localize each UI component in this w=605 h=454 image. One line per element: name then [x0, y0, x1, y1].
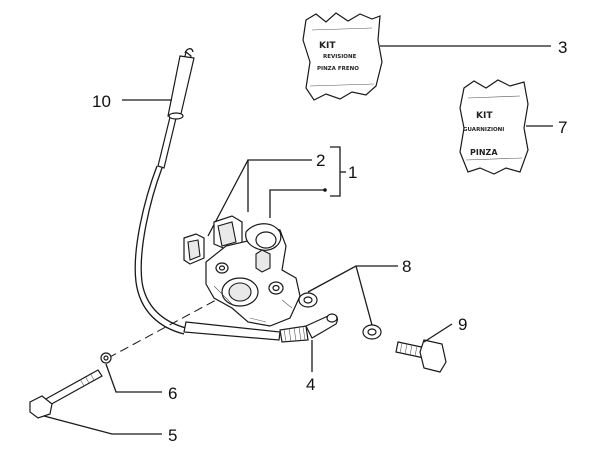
- brake-caliper: [205, 223, 301, 327]
- callout-9: 9: [458, 315, 467, 334]
- kit-revisione-line2: REVISIONE: [323, 54, 357, 60]
- kit-guarnizioni-line1: KIT: [476, 111, 493, 121]
- callout-3: 3: [558, 38, 567, 57]
- bracket-dot: [323, 188, 327, 192]
- leader-line-6: [105, 363, 162, 393]
- brake-hose-upper: [134, 48, 195, 335]
- banjo-bolt: [395, 339, 447, 373]
- callout-8: 8: [402, 257, 411, 276]
- leader-line-8b: [355, 265, 373, 326]
- kit-revisione-bag: KIT REVISIONE PINZA FRENO: [302, 12, 383, 101]
- bracket-1: [330, 146, 341, 197]
- kit-guarnizioni-line3: PINZA: [470, 148, 498, 157]
- callout-6: 6: [168, 384, 177, 403]
- kit-guarnizioni-line2: GUARNIZIONI: [463, 127, 504, 133]
- kit-revisione-line3: PINZA FRENO: [317, 66, 359, 72]
- leader-line-5: [43, 415, 162, 435]
- washers: [298, 292, 382, 340]
- callout-2: 2: [316, 151, 325, 170]
- callout-5: 5: [168, 426, 177, 445]
- caliper-bolt: [29, 369, 103, 419]
- centre-line: [107, 299, 217, 359]
- leader-line-8a: [307, 265, 398, 293]
- callout-10: 10: [92, 92, 111, 111]
- brake-hose-lower: [183, 313, 338, 343]
- leader-line-9: [423, 323, 453, 343]
- callout-4: 4: [306, 375, 315, 394]
- leader-line-2a: [247, 159, 312, 212]
- callout-7: 7: [558, 118, 567, 137]
- callout-1: 1: [348, 163, 357, 182]
- kit-guarnizioni-bag: KIT GUARNIZIONI PINZA: [459, 79, 529, 175]
- small-washer: [100, 352, 112, 364]
- leader-line-1-caliper: [269, 189, 326, 218]
- kit-revisione-line1: KIT: [319, 41, 336, 51]
